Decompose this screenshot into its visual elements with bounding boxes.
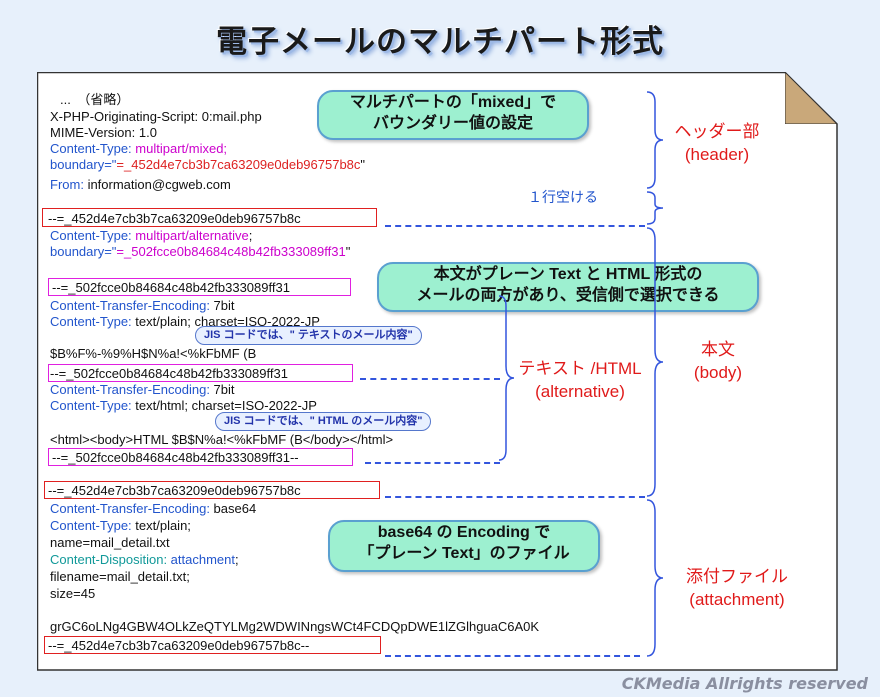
attach-size: size=45 — [50, 586, 96, 601]
dashed-line — [385, 225, 645, 227]
attach-name: name=mail_detail.txt — [50, 535, 170, 550]
boundary-box — [44, 481, 380, 499]
header-key: Content-Type: — [50, 314, 132, 329]
boundary-quote: " — [345, 244, 351, 259]
page-fold-icon — [785, 72, 837, 124]
x-php-header: X-PHP-Originating-Script: 0:mail.php — [50, 109, 262, 124]
blank-brace-icon — [646, 191, 664, 225]
omitted-line: ... （省略） — [60, 92, 130, 107]
header-punct: ; — [223, 141, 228, 156]
boundary-alternative-line: boundary="=_502fcce0b84684c48b42fb333089… — [50, 244, 350, 259]
dashed-line — [360, 378, 500, 380]
content-disposition: Content-Disposition: attachment; — [50, 552, 239, 567]
dashed-line — [385, 655, 640, 657]
diagram-title: 電子メールのマルチパート形式 — [216, 24, 664, 60]
boundary-key: boundary=" — [50, 157, 117, 172]
from-value: information@cgweb.com — [83, 177, 231, 192]
body-brace-icon — [646, 227, 664, 497]
section-label-line: (attachment) — [689, 590, 785, 609]
header-key: Content-Disposition: — [50, 552, 168, 567]
attachment-brace-icon — [646, 499, 664, 657]
text-cte-header: Content-Transfer-Encoding: 7bit — [50, 298, 235, 313]
section-label-line: 添付ファイル — [686, 567, 788, 586]
boundary-value: =_502fcce0b84684c48b42fb333089ff31 — [116, 244, 346, 259]
section-label-line: ヘッダー部 — [674, 122, 760, 141]
alt-boundary-line-2: --=_502fcce0b84684c48b42fb333089ff31 — [50, 366, 288, 381]
header-key: Content-Type: — [50, 518, 132, 533]
html-cte-header: Content-Transfer-Encoding: 7bit — [50, 382, 235, 397]
boundary-line-end: --=_452d4e7cb3b7ca63209e0deb96757b8c-- — [48, 638, 310, 653]
attach-cte-header: Content-Transfer-Encoding: base64 — [50, 501, 256, 516]
header-brace-icon — [646, 91, 664, 189]
callout-line: 本文がプレーン Text と HTML 形式の — [433, 266, 703, 283]
from-key: From: — [50, 177, 84, 192]
header-value: multipart/alternative — [135, 228, 249, 243]
section-label-line: 本文 — [701, 340, 735, 359]
boundary-box — [44, 636, 381, 654]
alt-boundary-line-1: --=_502fcce0b84684c48b42fb333089ff31 — [52, 280, 290, 295]
header-value: 7bit — [209, 298, 235, 313]
jis-html-note: JIS コードでは、" HTML のメール内容" — [215, 412, 432, 431]
callout-line: メールの両方があり、受信側で選択できる — [416, 287, 720, 304]
boundary-key: boundary=" — [50, 244, 117, 259]
html-body-jis: <html><body>HTML $B$N%a!<%kFbMF (B</body… — [50, 432, 394, 447]
html-ct-header: Content-Type: text/html; charset=ISO-202… — [50, 398, 317, 413]
header-punct: ; — [235, 552, 239, 567]
blank-line-note: １行空ける — [528, 189, 598, 205]
header-value: 7bit — [209, 382, 235, 397]
header-key: Content-Transfer-Encoding: — [50, 501, 210, 516]
mime-version-header: MIME-Version: 1.0 — [50, 125, 157, 140]
text-ct-header: Content-Type: text/plain; charset=ISO-20… — [50, 314, 320, 329]
header-value: text/plain; charset=ISO-2022-JP — [131, 314, 320, 329]
alt-boundary-end: --=_502fcce0b84684c48b42fb333089ff31-- — [52, 450, 299, 465]
boundary-mixed-line: boundary="=_452d4e7cb3b7ca63209e0deb9675… — [50, 157, 365, 172]
header-key: Content-Transfer-Encoding: — [50, 382, 210, 397]
attach-base64-data: grGC6oLNg4GBW4OLkZeQTYLMg2WDWINngsWCt4FC… — [50, 619, 540, 634]
header-key: Content-Type: — [50, 228, 132, 243]
base64-callout: base64 の Encoding で 「プレーン Text」のファイル — [328, 520, 600, 572]
attach-ct-header: Content-Type: text/plain; — [50, 518, 191, 533]
header-value: multipart/mixed — [135, 141, 224, 156]
dashed-line — [365, 462, 500, 464]
header-value: text/html; charset=ISO-2022-JP — [131, 398, 317, 413]
boundary-box — [48, 278, 351, 296]
callout-line: マルチパートの「mixed」で — [349, 94, 557, 111]
callout-line: バウンダリー値の設定 — [372, 115, 533, 132]
text-body-jis: $B%F%-%9%H$N%a!<%kFbMF (B — [50, 346, 257, 361]
header-section-label: ヘッダー部 (header) — [662, 120, 772, 166]
dashed-line — [385, 496, 645, 498]
boundary-quote: " — [360, 157, 366, 172]
content-type-mixed: Content-Type: multipart/mixed; — [50, 141, 227, 156]
callout-line: base64 の Encoding で — [377, 524, 551, 541]
attachment-section-label: 添付ファイル (attachment) — [672, 565, 802, 611]
jis-text-note: JIS コードでは、" テキストのメール内容" — [195, 326, 422, 345]
header-punct: ; — [248, 228, 253, 243]
header-key: Content-Transfer-Encoding: — [50, 298, 210, 313]
attach-filename: filename=mail_detail.txt; — [50, 569, 190, 584]
mixed-callout: マルチパートの「mixed」で バウンダリー値の設定 — [317, 90, 589, 140]
header-value: base64 — [209, 501, 257, 516]
section-label-line: (body) — [693, 363, 743, 382]
copyright-footer: CKMedia Allrights reserved — [621, 674, 868, 693]
body-section-label: 本文 (body) — [668, 338, 768, 384]
header-key: Content-Type: — [50, 398, 132, 413]
section-label-line: (alternative) — [535, 382, 625, 401]
section-label-line: テキスト /HTML — [518, 359, 642, 378]
alternative-brace-icon — [498, 295, 515, 461]
callout-line: 「プレーン Text」のファイル — [358, 545, 570, 562]
boundary-box — [42, 208, 377, 227]
boundary-box — [48, 448, 353, 466]
section-label-line: (header) — [684, 145, 750, 164]
boundary-value: =_452d4e7cb3b7ca63209e0deb96757b8c — [116, 157, 361, 172]
header-value: attachment — [167, 552, 235, 567]
boundary-box — [48, 364, 353, 382]
from-header: From: information@cgweb.com — [50, 177, 231, 192]
boundary-line-1: --=_452d4e7cb3b7ca63209e0deb96757b8c — [48, 211, 301, 226]
header-value: text/plain; — [131, 518, 191, 533]
content-type-alternative: Content-Type: multipart/alternative; — [50, 228, 252, 243]
alternative-callout: 本文がプレーン Text と HTML 形式の メールの両方があり、受信側で選択… — [377, 262, 759, 312]
boundary-line-2: --=_452d4e7cb3b7ca63209e0deb96757b8c — [48, 483, 301, 498]
alternative-label: テキスト /HTML (alternative) — [515, 357, 645, 403]
header-key: Content-Type: — [50, 141, 132, 156]
